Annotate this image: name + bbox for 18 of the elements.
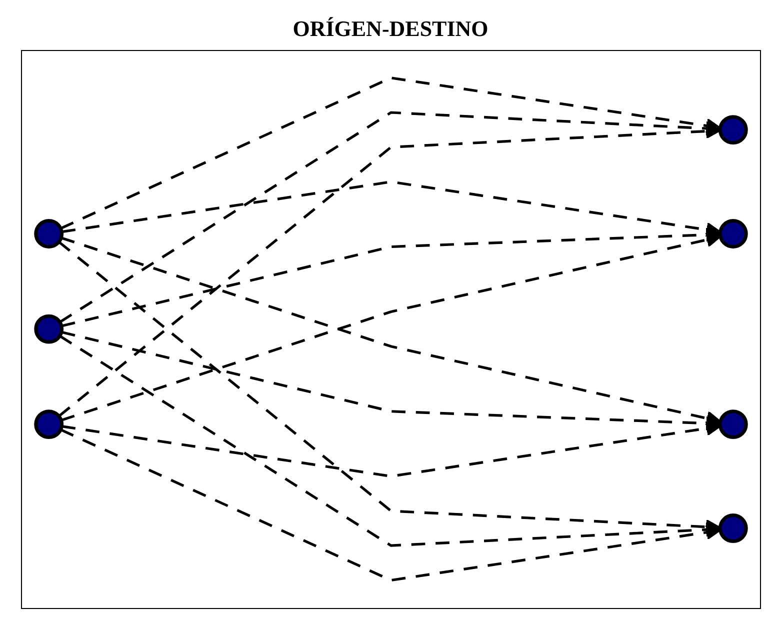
node-circle [34, 314, 64, 344]
node-circle [718, 219, 748, 249]
arrow [58, 124, 720, 418]
node-circle [34, 410, 64, 440]
arrow [58, 335, 720, 548]
arrow [61, 421, 720, 478]
arrow [58, 241, 720, 535]
diagram-title: ORÍGEN-DESTINO [292, 16, 488, 42]
arrow [60, 228, 720, 328]
node-circle [718, 116, 748, 145]
node-circle [718, 514, 748, 544]
node-circle [718, 410, 748, 440]
arrow [58, 112, 720, 324]
node-circle [34, 219, 64, 249]
arrow [61, 180, 720, 238]
arrow [60, 76, 720, 230]
arrow [60, 428, 720, 582]
arrow [60, 331, 720, 432]
